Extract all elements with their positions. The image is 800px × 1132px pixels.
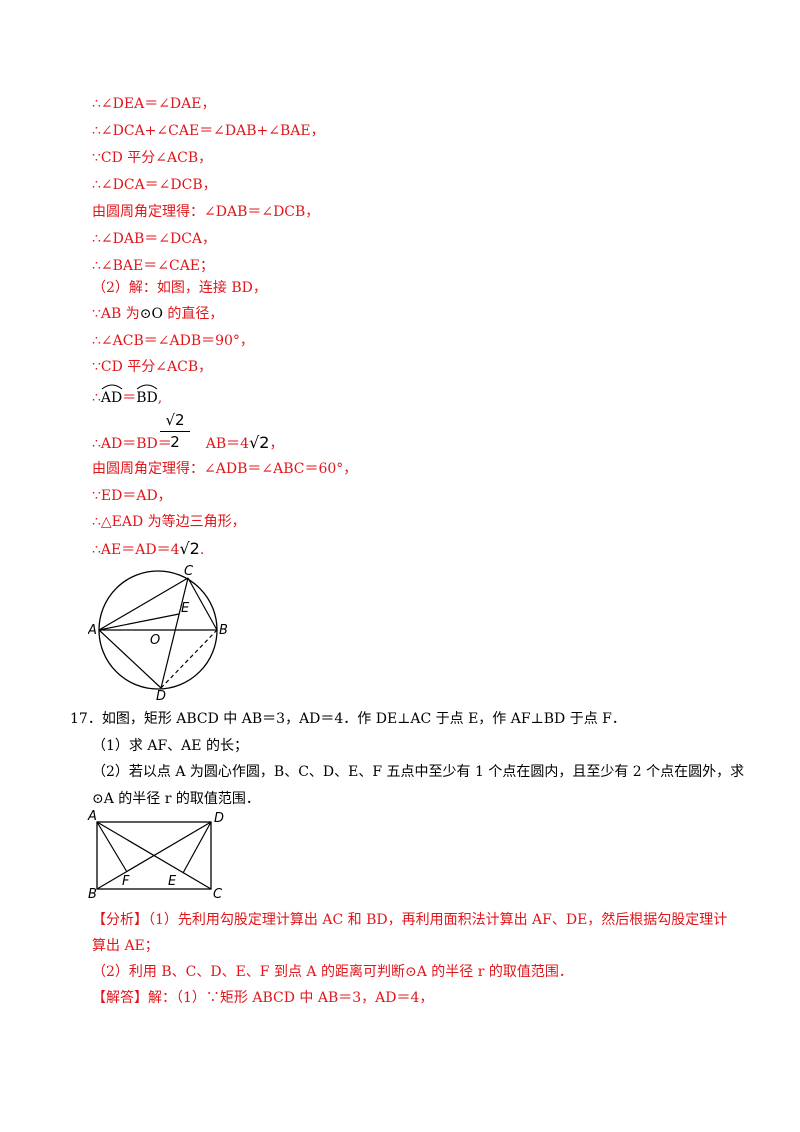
ae-suffix: .	[199, 542, 205, 558]
q17-sub2-line2: ⊙A 的半径 r 的取值范围．	[92, 791, 260, 807]
proof-line-7: ∴∠BAE＝∠CAE；	[92, 258, 215, 274]
diameter-text-b: 的直径，	[162, 306, 224, 322]
label-o: O	[150, 633, 160, 648]
part2-bisect: ∵CD 平分∠ACB，	[92, 359, 213, 375]
analysis-line-1: 【分析】（1）先利用勾股定理计算出 AC 和 BD，再利用面积法计算出 AF、D…	[92, 912, 728, 928]
arcs-eq: ＝	[122, 390, 137, 406]
proof-line-2: ∴∠DCA+∠CAE＝∠DAB+∠BAE，	[92, 123, 325, 139]
label-e: E	[168, 874, 177, 889]
part2-right-angle: ∴∠ACB＝∠ADB＝90°，	[92, 333, 254, 349]
proof-line-6: ∴∠DAB＝∠DCA，	[92, 231, 217, 247]
label-f: F	[122, 874, 130, 889]
part2-inscribed: 由圆周角定理得：∠ADB＝∠ABC＝60°，	[92, 461, 358, 477]
analysis-line-2: 算出 AE；	[92, 938, 159, 954]
label-d: D	[214, 811, 224, 826]
arc-bd-mark	[136, 384, 158, 390]
proof-line-5: 由圆周角定理得：∠DAB＝∠DCB，	[92, 204, 320, 220]
q17-stem: 17．如图，矩形 ABCD 中 AB＝3，AD＝4．作 DE⊥AC 于点 E，作…	[70, 711, 626, 727]
ad-mid: AB＝4	[205, 436, 250, 452]
ad-suffix: ，	[269, 436, 284, 452]
part2-intro: （2）解：如图，连接 BD，	[92, 280, 267, 296]
proof-line-4: ∴∠DCA＝∠DCB，	[92, 177, 217, 193]
arcs-prefix: ∴	[92, 390, 101, 406]
part2-equilateral: ∴△EAD 为等边三角形，	[92, 514, 246, 530]
arc-ad-label: AD	[100, 390, 123, 406]
label-d: D	[156, 689, 166, 704]
part2-ae: ∴AE＝AD＝4√2.	[92, 539, 204, 560]
fraction-numerator: √2	[160, 409, 190, 432]
ad-sqrt2: √2	[249, 433, 270, 452]
arc-ad: AD	[101, 384, 122, 408]
part2-arcs: ∴AD＝BD,	[92, 384, 162, 408]
ae-prefix: ∴AE＝AD＝4	[92, 542, 180, 558]
arcs-suffix: ,	[157, 390, 163, 406]
label-a: A	[88, 623, 97, 638]
label-e: E	[181, 601, 190, 616]
label-c: C	[213, 887, 223, 900]
arc-ad-mark	[101, 384, 123, 390]
proof-line-1: ∴∠DEA＝∠DAE，	[92, 96, 216, 112]
rectangle-abcd	[96, 821, 212, 890]
ae-sqrt2: √2	[179, 539, 200, 558]
fraction-denominator: 2	[170, 433, 180, 451]
rectangle-figure: A D B C F E	[87, 809, 224, 900]
ad-prefix: ∴AD＝BD＝	[92, 436, 172, 452]
label-b: B	[88, 887, 97, 900]
segment-af	[96, 821, 128, 873]
segment-cb	[187, 577, 218, 631]
q17-sub2-line1: （2）若以点 A 为圆心作圆，B、C、D、E、F 五点中至少有 1 个点在圆内，…	[92, 764, 745, 780]
circle-figure: A B C D E O	[88, 564, 228, 704]
segment-de	[182, 821, 212, 874]
circle-o-symbol: ⊙O	[139, 306, 163, 322]
label-b: B	[219, 623, 228, 638]
segment-cd	[160, 577, 189, 689]
part2-ad-length: ∴AD＝BD＝ AB＝4√2，	[92, 433, 283, 454]
proof-line-3: ∵CD 平分∠ACB，	[92, 150, 213, 166]
arc-bd: BD	[136, 384, 158, 408]
segment-bd-dashed	[160, 629, 218, 689]
segment-ae	[98, 613, 180, 631]
label-a: A	[87, 809, 97, 824]
segment-ad	[98, 629, 162, 689]
solution-line-1: 【解答】解：（1）∵矩形 ABCD 中 AB＝3，AD＝4，	[92, 990, 434, 1006]
segment-ac	[98, 577, 189, 631]
part2-ed: ∵ED＝AD，	[92, 488, 172, 504]
diameter-text-a: ∵AB 为	[92, 306, 140, 322]
q17-sub1: （1）求 AF、AE 的长；	[92, 738, 248, 754]
analysis-line-3: （2）利用 B、C、D、E、F 到点 A 的距离可判断⊙A 的半径 r 的取值范…	[92, 964, 573, 980]
arc-bd-label: BD	[136, 390, 158, 406]
fraction-sqrt2-over-2: √2 2	[160, 409, 190, 452]
part2-diameter: ∵AB 为⊙O 的直径，	[92, 304, 223, 324]
label-c: C	[184, 564, 194, 579]
diagonal-bd	[96, 821, 212, 890]
